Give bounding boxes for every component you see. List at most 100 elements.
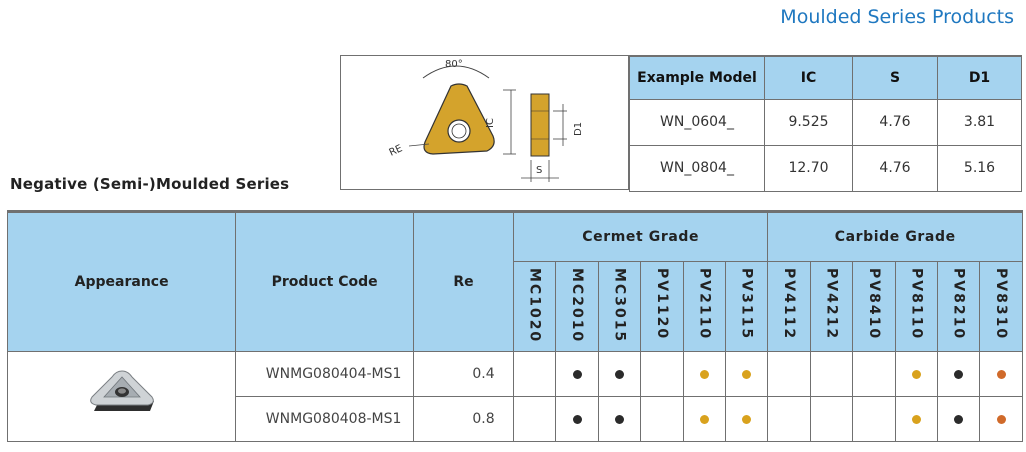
grade-column-header: PV3115 <box>724 261 769 352</box>
black-dot-icon <box>614 414 624 424</box>
model-cell: WN_0804_ <box>629 144 765 192</box>
col-example-model: Example Model <box>629 55 765 100</box>
availability-cell <box>894 396 939 442</box>
availability-cell <box>809 351 854 397</box>
ic-cell: 12.70 <box>764 144 853 192</box>
black-dot-icon <box>954 414 964 424</box>
availability-cell <box>979 351 1023 397</box>
availability-cell <box>512 351 557 397</box>
dimension-row: WN_0804_ 12.70 4.76 5.16 <box>629 144 1022 192</box>
s-cell: 4.76 <box>852 144 938 192</box>
availability-cell <box>682 396 727 442</box>
re-label: RE <box>388 143 405 159</box>
s-label: S <box>536 165 542 176</box>
appearance-cell <box>6 351 237 442</box>
col-re: Re <box>412 210 514 352</box>
grade-name: PV8210 <box>950 268 967 341</box>
availability-cell <box>724 351 769 397</box>
availability-cell <box>724 396 769 442</box>
grade-column-header: MC1020 <box>512 261 557 352</box>
availability-cell <box>682 351 727 397</box>
grade-name: MC3015 <box>611 268 628 344</box>
availability-cell <box>555 396 599 442</box>
col-appearance: Appearance <box>6 210 237 352</box>
grade-column-header: PV8410 <box>852 261 896 352</box>
grade-column-header: PV4112 <box>767 261 811 352</box>
dimension-table: Example Model IC S D1 WN_0604_ 9.525 4.7… <box>629 55 1022 192</box>
trigon-insert-shape <box>423 83 495 155</box>
product-table: Appearance Product Code Re Cermet Grade … <box>6 210 1023 442</box>
re-cell: 0.8 <box>412 396 514 442</box>
black-dot-icon <box>572 414 582 424</box>
grade-column-header: PV2110 <box>682 261 727 352</box>
availability-cell <box>852 396 896 442</box>
availability-cell <box>894 351 939 397</box>
availability-cell <box>597 396 642 442</box>
availability-cell <box>852 351 896 397</box>
page-title: Moulded Series Products <box>780 6 1014 28</box>
insert-hole <box>447 119 471 143</box>
grade-name: PV1120 <box>653 268 670 341</box>
availability-cell <box>512 396 557 442</box>
cermet-grade-header: Cermet Grade <box>512 210 769 262</box>
product-code-cell: WNMG080404-MS1 <box>235 351 414 397</box>
availability-cell <box>767 396 811 442</box>
grade-column-header: MC2010 <box>555 261 599 352</box>
availability-cell <box>597 351 642 397</box>
product-code-cell: WNMG080408-MS1 <box>235 396 414 442</box>
gold-dot-icon <box>742 414 752 424</box>
model-cell: WN_0604_ <box>629 98 765 146</box>
grade-names-row: MC1020 MC2010 MC3015 PV1120 PV2110 PV3115 PV41… <box>8 261 1023 352</box>
col-ic: IC <box>764 55 853 100</box>
availability-cell <box>640 351 684 397</box>
grade-name: PV4212 <box>823 268 840 341</box>
grade-column-header: PV8110 <box>894 261 939 352</box>
grade-name: MC1020 <box>526 268 543 344</box>
grade-name: PV8110 <box>908 268 925 341</box>
col-product-code: Product Code <box>235 210 414 352</box>
d1-cell: 5.16 <box>937 144 1022 192</box>
availability-cell <box>767 351 811 397</box>
insert-photo <box>89 369 154 411</box>
carbide-grade-header: Carbide Grade <box>767 210 1023 262</box>
d1-cell: 3.81 <box>937 98 1022 146</box>
angle-label: 80° <box>445 59 463 70</box>
grade-name: PV4112 <box>781 268 798 341</box>
grade-column-header: MC3015 <box>597 261 642 352</box>
availability-cell <box>809 396 854 442</box>
insert-side-view <box>530 93 550 157</box>
gold-dot-icon <box>742 369 752 379</box>
col-s: S <box>852 55 938 100</box>
dimension-table-header: Example Model IC S D1 <box>629 55 1022 100</box>
ic-label: IC <box>485 118 496 128</box>
grade-name: PV8410 <box>865 268 882 341</box>
re-cell: 0.4 <box>412 351 514 397</box>
grade-column-header: PV8310 <box>979 261 1023 352</box>
gold-dot-icon <box>911 369 921 379</box>
insert-drawing: 80° IC RE D1 S <box>388 59 584 182</box>
availability-cell <box>937 351 981 397</box>
grade-name: PV2110 <box>696 268 713 341</box>
section-title: Negative (Semi-)Moulded Series <box>10 175 290 193</box>
black-dot-icon <box>614 369 624 379</box>
availability-cell <box>555 351 599 397</box>
orange-dot-icon <box>996 414 1006 424</box>
gold-dot-icon <box>911 414 921 424</box>
availability-cell <box>640 396 684 442</box>
dimension-row: WN_0604_ 9.525 4.76 3.81 <box>629 98 1022 146</box>
availability-cell <box>937 396 981 442</box>
d1-label: D1 <box>573 122 584 136</box>
orange-dot-icon <box>996 369 1006 379</box>
grade-name: PV8310 <box>993 268 1010 341</box>
grade-column-header: PV8210 <box>937 261 981 352</box>
insert-diagram: 80° IC RE D1 S <box>340 55 629 190</box>
grade-name: MC2010 <box>569 268 586 344</box>
black-dot-icon <box>572 369 582 379</box>
grade-column-header: PV1120 <box>640 261 684 352</box>
grade-column-header: PV4212 <box>809 261 854 352</box>
ic-cell: 9.525 <box>764 98 853 146</box>
col-d1: D1 <box>937 55 1022 100</box>
availability-cell <box>979 396 1023 442</box>
gold-dot-icon <box>699 369 709 379</box>
